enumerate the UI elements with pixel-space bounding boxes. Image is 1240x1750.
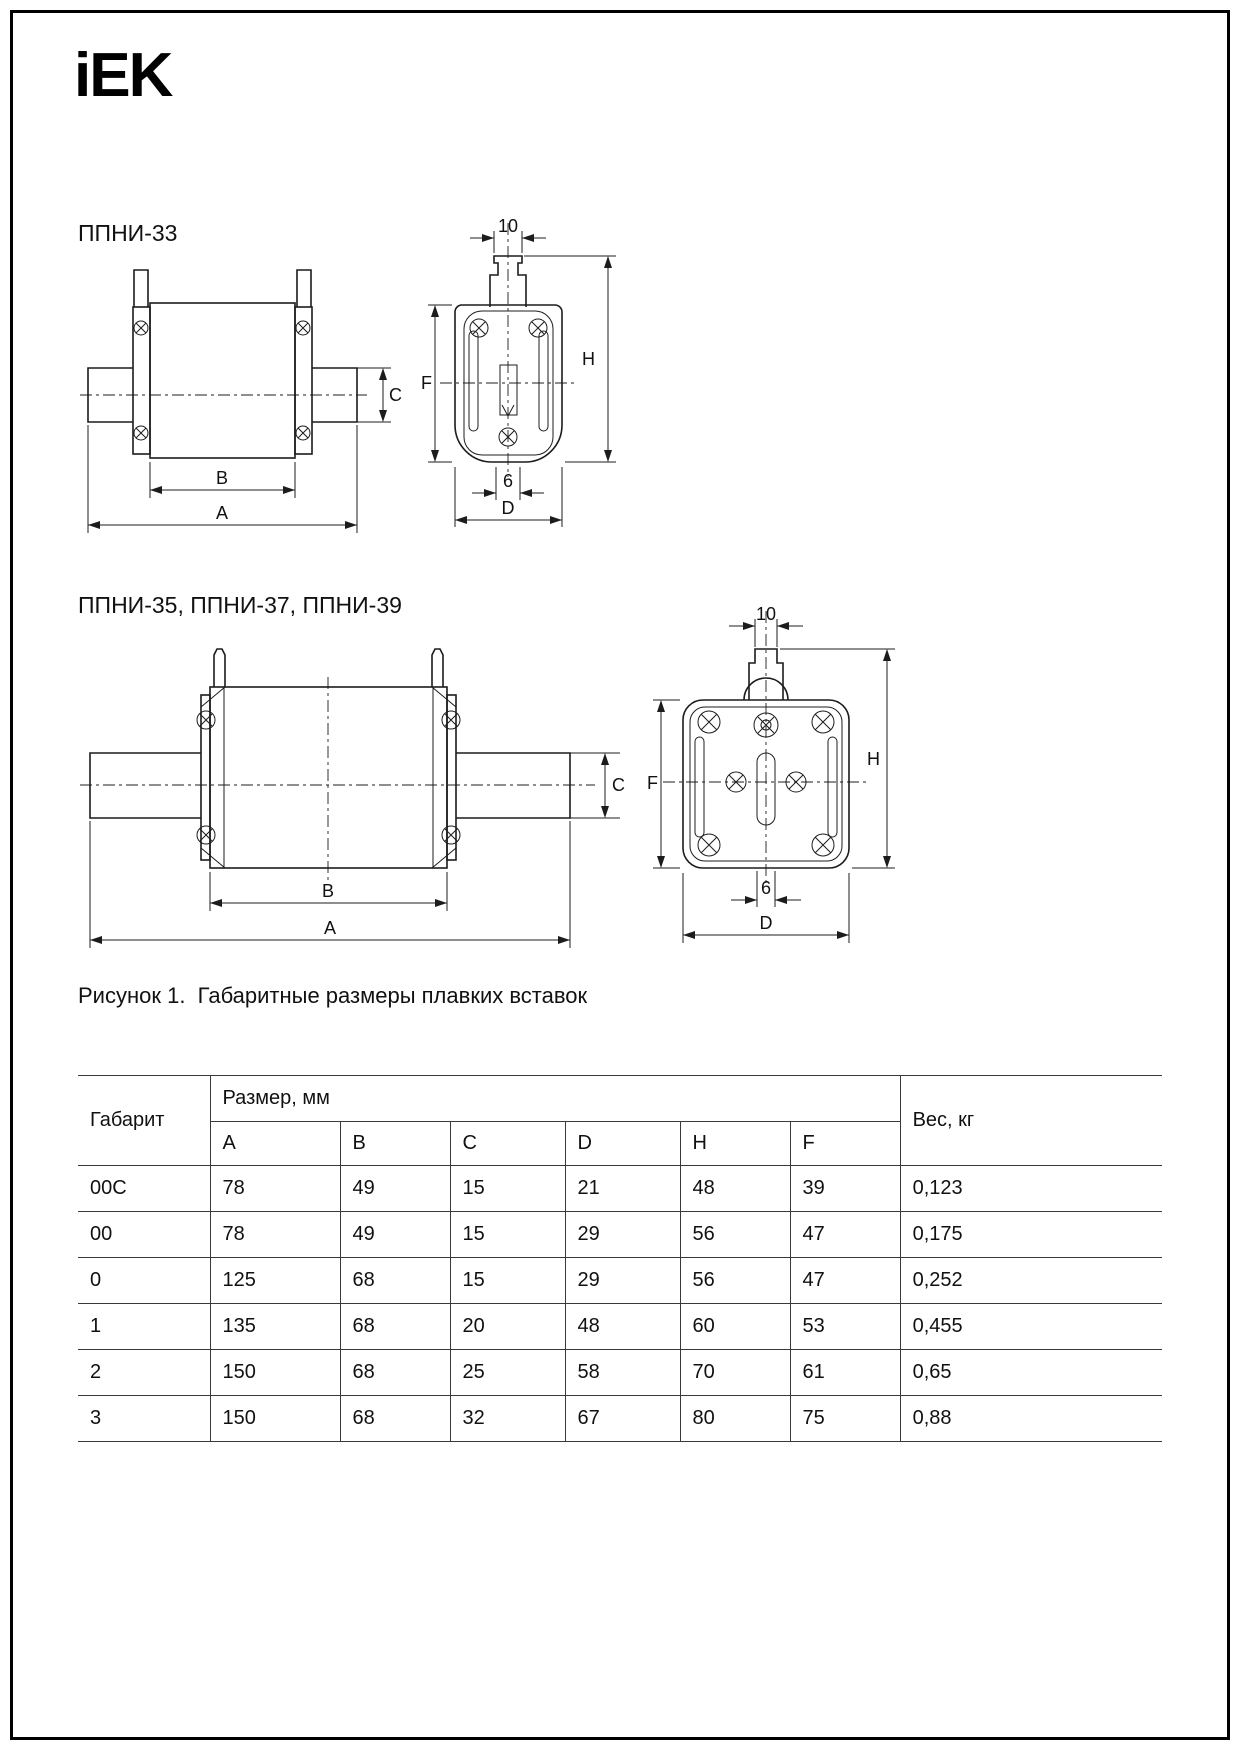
cell-f: 39 xyxy=(789,1165,901,1212)
cell-b: 49 xyxy=(339,1211,451,1258)
dimensions-table-wrapper: Габарит Размер, мм Вес, кг A B C D H F 0… xyxy=(78,1075,1163,1442)
dim-label-b: B xyxy=(322,881,334,901)
cell-b: 49 xyxy=(339,1165,451,1212)
col-header-razmer: Размер, мм xyxy=(209,1075,901,1122)
ppni33-side-view-drawing: C B A xyxy=(80,269,402,533)
dim-label-h: H xyxy=(582,349,595,369)
cell-c: 32 xyxy=(449,1395,566,1442)
col-header-ves: Вес, кг xyxy=(899,1075,1163,1166)
cell-h: 56 xyxy=(679,1211,791,1258)
dim-label-d: D xyxy=(502,498,515,518)
cell-gabarit: 0 xyxy=(78,1257,211,1304)
cell-h: 80 xyxy=(679,1395,791,1442)
cell-d: 29 xyxy=(564,1211,681,1258)
cell-d: 67 xyxy=(564,1395,681,1442)
col-header-a: A xyxy=(210,1121,341,1166)
dim-label-b: B xyxy=(216,468,228,488)
cell-c: 20 xyxy=(449,1303,566,1350)
dim-label-f: F xyxy=(647,773,658,793)
col-header-f: F xyxy=(789,1121,901,1166)
cell-a: 78 xyxy=(209,1211,341,1258)
table-row: 00C 78 49 15 21 48 39 0,123 xyxy=(78,1165,1163,1212)
drawing-title-ppni35-37-39: ППНИ-35, ППНИ-37, ППНИ-39 xyxy=(78,592,402,618)
cell-gabarit: 1 xyxy=(78,1303,211,1350)
cell-ves: 0,175 xyxy=(899,1211,1163,1258)
cell-f: 47 xyxy=(789,1257,901,1304)
table-subheader-row: A B C D H F xyxy=(78,1121,1162,1166)
table-row: 1 135 68 20 48 60 53 0,455 xyxy=(78,1303,1163,1350)
cell-d: 21 xyxy=(564,1165,681,1212)
figure-caption: Рисунок 1. Габаритные размеры плавких вс… xyxy=(78,983,588,1008)
cell-a: 150 xyxy=(209,1395,341,1442)
cell-ves: 0,455 xyxy=(899,1303,1163,1350)
table-row: 00 78 49 15 29 56 47 0,175 xyxy=(78,1211,1163,1258)
cell-ves: 0,123 xyxy=(899,1165,1163,1212)
cell-a: 78 xyxy=(209,1165,341,1212)
cell-h: 70 xyxy=(679,1349,791,1396)
table-row: 2 150 68 25 58 70 61 0,65 xyxy=(78,1349,1163,1396)
cell-d: 48 xyxy=(564,1303,681,1350)
table-header-row: Габарит Размер, мм Вес, кг xyxy=(78,1075,1163,1166)
dim-label-a: A xyxy=(216,503,228,523)
cell-gabarit: 00 xyxy=(78,1211,211,1258)
col-header-d: D xyxy=(564,1121,681,1166)
cell-a: 135 xyxy=(209,1303,341,1350)
cell-b: 68 xyxy=(339,1395,451,1442)
ppni35-front-view-drawing: 10 F H 6 D xyxy=(647,605,895,943)
cell-f: 53 xyxy=(789,1303,901,1350)
dim-label-a: A xyxy=(324,918,336,938)
dim-label-h: H xyxy=(867,749,880,769)
cell-b: 68 xyxy=(339,1303,451,1350)
cell-a: 125 xyxy=(209,1257,341,1304)
cell-gabarit: 3 xyxy=(78,1395,211,1442)
cell-a: 150 xyxy=(209,1349,341,1396)
cell-f: 75 xyxy=(789,1395,901,1442)
dim-label-f: F xyxy=(421,373,432,393)
col-header-b: B xyxy=(339,1121,451,1166)
col-header-c: C xyxy=(449,1121,566,1166)
cell-ves: 0,65 xyxy=(899,1349,1163,1396)
dimensions-table: Габарит Размер, мм Вес, кг A B C D H F 0… xyxy=(78,1075,1163,1442)
cell-h: 48 xyxy=(679,1165,791,1212)
cell-gabarit: 00C xyxy=(78,1165,211,1212)
iek-logo: iEK xyxy=(74,41,173,110)
col-header-h: H xyxy=(679,1121,791,1166)
ppni33-front-view-drawing: 10 F H 6 D xyxy=(421,216,616,527)
cell-gabarit: 2 xyxy=(78,1349,211,1396)
dim-label-c: C xyxy=(612,775,625,795)
cell-ves: 0,252 xyxy=(899,1257,1163,1304)
table-row: 3 150 68 32 67 80 75 0,88 xyxy=(78,1395,1163,1442)
ppni35-side-view-drawing: C B A xyxy=(80,648,625,948)
dim-label-6: 6 xyxy=(503,471,513,491)
cell-c: 25 xyxy=(449,1349,566,1396)
dim-label-6: 6 xyxy=(761,878,771,898)
cell-f: 47 xyxy=(789,1211,901,1258)
cell-d: 29 xyxy=(564,1257,681,1304)
cell-b: 68 xyxy=(339,1349,451,1396)
table-row: 0 125 68 15 29 56 47 0,252 xyxy=(78,1257,1163,1304)
cell-c: 15 xyxy=(449,1257,566,1304)
col-header-gabarit: Габарит xyxy=(78,1075,211,1166)
dim-label-c: C xyxy=(389,385,402,405)
dim-label-10: 10 xyxy=(756,605,776,624)
cell-h: 56 xyxy=(679,1257,791,1304)
cell-d: 58 xyxy=(564,1349,681,1396)
cell-c: 15 xyxy=(449,1165,566,1212)
dim-label-10: 10 xyxy=(498,216,518,236)
cell-b: 68 xyxy=(339,1257,451,1304)
cell-ves: 0,88 xyxy=(899,1395,1163,1442)
cell-h: 60 xyxy=(679,1303,791,1350)
cell-f: 61 xyxy=(789,1349,901,1396)
dim-label-d: D xyxy=(760,913,773,933)
drawing-title-ppni33: ППНИ-33 xyxy=(78,220,178,246)
cell-c: 15 xyxy=(449,1211,566,1258)
